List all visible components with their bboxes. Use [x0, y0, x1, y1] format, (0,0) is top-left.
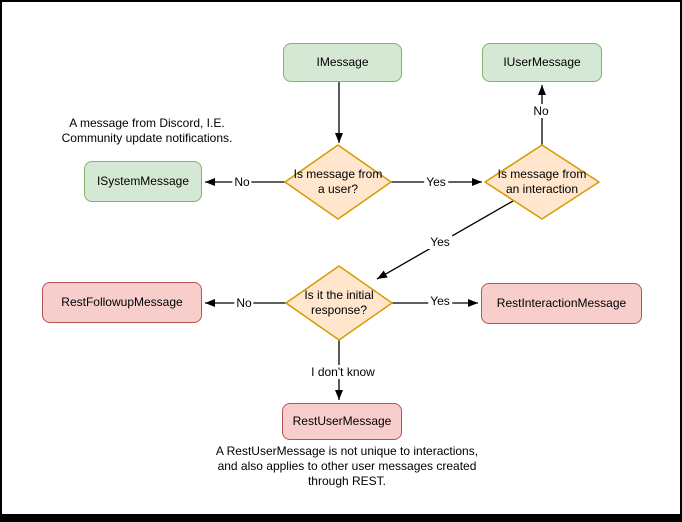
- edge-label-yes-interaction: Yes: [424, 175, 448, 189]
- edge-label-no-usermessage: No: [531, 104, 551, 118]
- edge-label-no-system: No: [232, 175, 252, 189]
- edge-label-no-followup: No: [234, 296, 254, 310]
- edge-label-idk: I don't know: [309, 365, 377, 379]
- node-isystemmessage: ISystemMessage: [84, 161, 202, 202]
- node-restusermessage: RestUserMessage: [282, 403, 402, 440]
- node-iusermessage: IUserMessage: [482, 43, 602, 82]
- edge-label-yes-initial: Yes: [428, 235, 452, 249]
- node-imessage: IMessage: [283, 43, 402, 82]
- restusermessage-note: A RestUserMessage is not unique to inter…: [215, 444, 479, 488]
- bottom-border-bar: [2, 514, 680, 520]
- edge-label-yes-interactionmsg: Yes: [428, 294, 452, 308]
- decision-interaction-diamond: [484, 144, 600, 220]
- node-restfollowupmessage: RestFollowupMessage: [42, 282, 202, 323]
- decision-from-user-diamond: [284, 144, 392, 220]
- system-message-note: A message from Discord, I.E. Community u…: [61, 116, 233, 145]
- node-restinteractionmessage: RestInteractionMessage: [481, 283, 642, 324]
- decision-initial-diamond: [285, 265, 393, 341]
